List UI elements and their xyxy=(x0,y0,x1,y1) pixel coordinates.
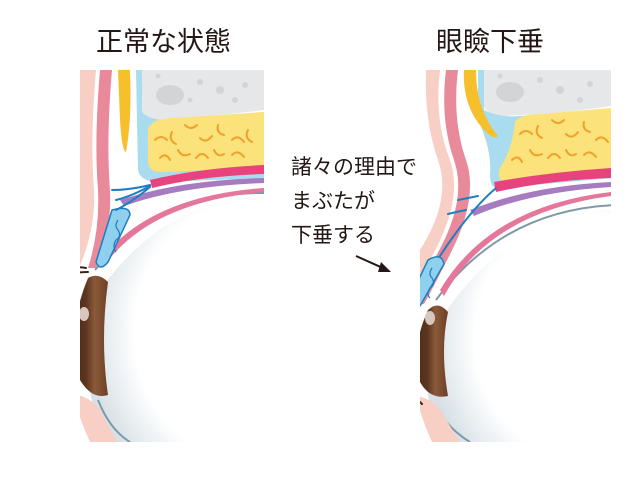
eyeball xyxy=(87,197,264,442)
levator-muscle xyxy=(494,168,611,192)
eyeball xyxy=(427,209,611,442)
muellers-muscle xyxy=(470,182,611,216)
title-normal-state: 正常な状態 xyxy=(96,27,231,58)
ptosis-annotation: 諸々の理由で まぶたが 下垂する xyxy=(291,150,417,252)
iris xyxy=(80,275,108,396)
orbital-bone xyxy=(140,70,264,120)
annotation-line-3: 下垂する xyxy=(291,223,375,247)
normal-eyelid-panel xyxy=(80,70,264,442)
annotation-line-1: 諸々の理由で xyxy=(291,155,417,179)
eyelashes xyxy=(80,266,89,274)
skin-layer xyxy=(420,70,455,278)
orbital-septum xyxy=(118,70,131,152)
skin-layer xyxy=(80,70,96,290)
annotation-line-2: まぶたが xyxy=(291,189,375,213)
orbital-fat xyxy=(148,112,264,172)
tarsal-plate xyxy=(95,207,131,268)
levator-muscle xyxy=(150,165,264,188)
pupil-highlight xyxy=(425,311,435,325)
orbicularis-muscle xyxy=(88,70,112,268)
orbital-septum xyxy=(463,70,498,138)
aponeurosis-fibers xyxy=(439,187,497,257)
title-ptosis: 眼瞼下垂 xyxy=(436,27,544,58)
eyelashes xyxy=(420,400,423,405)
orbicularis-muscle xyxy=(420,70,471,304)
ptosis-eyelid-panel xyxy=(420,70,611,442)
tarsal-plate xyxy=(420,256,445,307)
lower-eyelid xyxy=(420,396,460,442)
orbital-bone xyxy=(482,70,611,116)
lower-eyelid xyxy=(80,395,118,442)
arrow-icon xyxy=(355,255,391,272)
muellers-muscle xyxy=(120,178,264,206)
aponeurosis-fibers xyxy=(111,184,151,211)
iris xyxy=(420,305,448,397)
pupil-highlight xyxy=(80,307,89,321)
